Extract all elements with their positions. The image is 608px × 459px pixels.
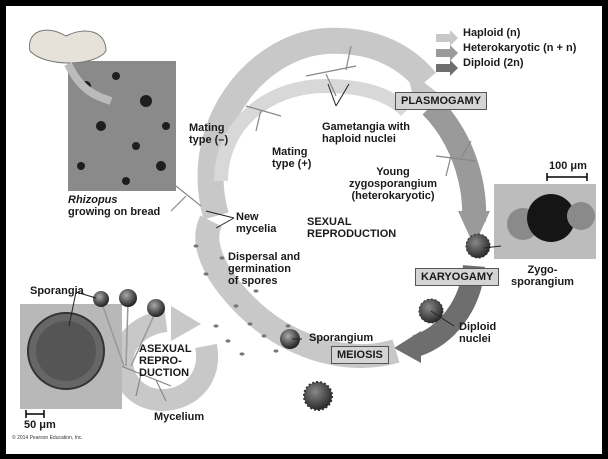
legend-diploid: Diploid (2n) (463, 57, 524, 69)
legend-diploid-arrow (436, 60, 458, 76)
life-cycle-artwork (6, 6, 602, 454)
asexual-arrowhead (171, 306, 201, 341)
mycelium-label: Mycelium (154, 411, 204, 423)
sporangium-label: Sporangium (309, 332, 373, 344)
bread-icon (29, 30, 106, 63)
rhizopus-name: Rhizopus (68, 194, 118, 206)
scale-label-50um: 50 μm (24, 419, 56, 431)
legend-haploid: Haploid (n) (463, 27, 520, 39)
sporangia-label: Sporangia (30, 285, 84, 297)
young-zygospore (466, 234, 490, 258)
spiky-zygospore (304, 382, 332, 410)
copyright-notice: © 2014 Pearson Education, Inc. (12, 435, 83, 441)
rhizopus-caption: Rhizopus growing on bread (68, 194, 160, 218)
heterokaryotic-arrow (431, 106, 474, 221)
rhizopus-photo (68, 61, 176, 191)
plasmogamy-label: PLASMOGAMY (395, 92, 487, 110)
legend-haploid-arrow (436, 30, 458, 46)
growing-on-bread: growing on bread (68, 206, 160, 218)
zygosporangium-label: Zygo-sporangium (511, 264, 574, 288)
karyogamy-label: KARYOGAMY (415, 268, 499, 286)
meiosis-label: MEIOSIS (331, 346, 389, 364)
figure-frame: Haploid (n) Heterokaryotic (n + n) Diplo… (6, 6, 602, 454)
legend-heterokaryotic: Heterokaryotic (n + n) (463, 42, 576, 54)
scale-label-100um: 100 μm (549, 160, 587, 172)
legend-hetero-arrow (436, 45, 458, 61)
